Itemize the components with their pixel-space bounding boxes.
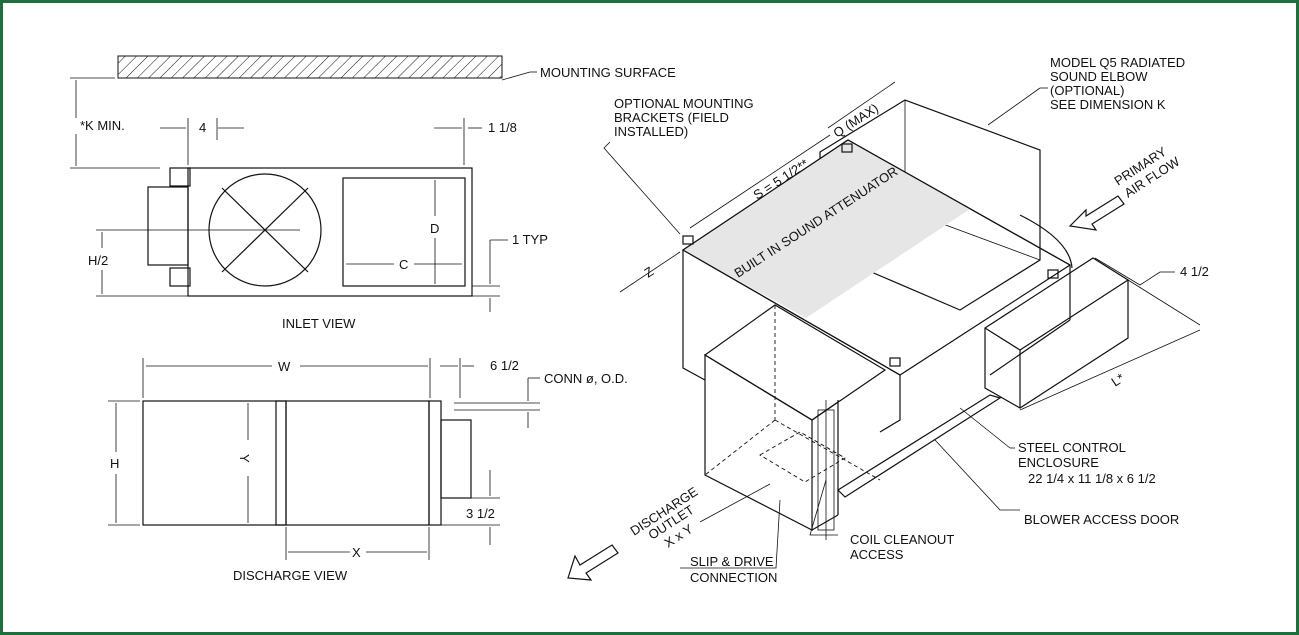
label-dim-D: D	[430, 221, 439, 236]
label-dim-H: H	[110, 456, 119, 471]
label-k-min: *K MIN.	[80, 118, 125, 133]
label-dim-4: 4	[199, 120, 206, 135]
label-dim-3-1-2: 3 1/2	[466, 506, 495, 521]
label-z: Z	[641, 264, 656, 281]
discharge-arrow	[567, 544, 619, 581]
label-steel-1: STEEL CONTROL	[1018, 440, 1126, 455]
isometric-view: BUILT IN SOUND ATTENUATOR S = 5 1/2** Q …	[567, 55, 1209, 585]
label-discharge-view: DISCHARGE VIEW	[233, 568, 348, 583]
label-dim-Y: Y	[237, 454, 252, 463]
label-dim-H2: H/2	[88, 253, 108, 268]
label-dim-C: C	[399, 257, 408, 272]
label-dim-W: W	[278, 359, 291, 374]
label-steel-2: ENCLOSURE	[1018, 455, 1099, 470]
label-conn: CONN ø, O.D.	[544, 371, 628, 386]
label-model-q5-2: SOUND ELBOW	[1050, 69, 1148, 84]
attenuator-band	[683, 140, 970, 318]
label-slip-2: CONNECTION	[690, 570, 777, 585]
label-q-max: Q (MAX)	[830, 100, 881, 140]
label-opt-brackets-2: BRACKETS (FIELD	[614, 110, 729, 125]
label-slip-1: SLIP & DRIVE	[690, 554, 774, 569]
label-model-q5-4: SEE DIMENSION K	[1050, 97, 1166, 112]
label-dim-1-1-8: 1 1/8	[488, 120, 517, 135]
mounting-surface	[117, 55, 503, 79]
label-blower-door: BLOWER ACCESS DOOR	[1024, 512, 1179, 527]
label-l-star: L*	[1108, 370, 1126, 389]
label-coil-2: ACCESS	[850, 547, 904, 562]
technical-drawing: MOUNTING SURFACE *K MIN. 4 1 1/8 D	[70, 55, 1209, 585]
discharge-view: W 6 1/2 CONN ø, O.D. H Y 3 1/2 X	[108, 358, 628, 583]
label-model-q5-1: MODEL Q5 RADIATED	[1050, 55, 1185, 70]
label-model-q5-3: (OPTIONAL)	[1050, 83, 1124, 98]
label-steel-3: 22 1/4 x 11 1/8 x 6 1/2	[1028, 471, 1156, 486]
inlet-view: MOUNTING SURFACE *K MIN. 4 1 1/8 D	[70, 55, 676, 331]
primary-airflow-arrow	[1068, 195, 1125, 231]
label-opt-brackets-1: OPTIONAL MOUNTING	[614, 96, 754, 111]
label-dim-X: X	[352, 545, 361, 560]
label-inlet-view: INLET VIEW	[282, 316, 356, 331]
label-dim-1-typ: 1 TYP	[512, 232, 548, 247]
label-dim-6-1-2: 6 1/2	[490, 358, 519, 373]
label-coil-1: COIL CLEANOUT	[850, 532, 954, 547]
label-dim-4-1-2: 4 1/2	[1180, 264, 1209, 279]
label-opt-brackets-3: INSTALLED)	[614, 124, 688, 139]
label-mounting-surface: MOUNTING SURFACE	[540, 65, 676, 80]
